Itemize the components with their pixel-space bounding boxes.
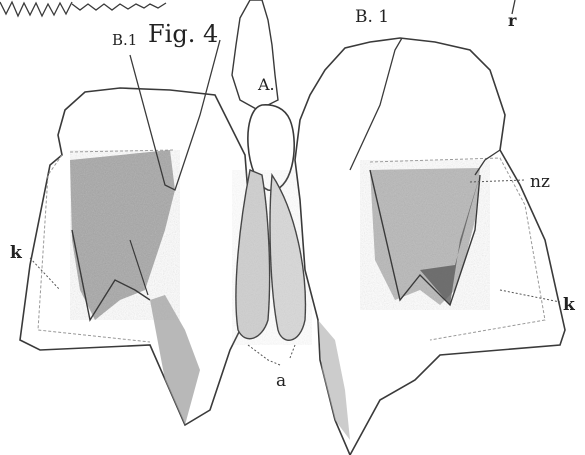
label-b1-left: B.1: [112, 31, 137, 49]
label-a-lower: a: [276, 371, 286, 391]
figure-title: Fig. 4: [148, 20, 218, 48]
label-k-left: k: [10, 243, 23, 263]
label-r: r: [508, 11, 517, 30]
label-a-upper: A.: [257, 75, 275, 94]
label-k-right: k: [563, 295, 576, 315]
label-b1-right: B. 1: [355, 7, 389, 27]
left-tooth: [20, 40, 250, 425]
label-nz: nz: [530, 172, 550, 192]
right-tooth: [295, 38, 565, 455]
